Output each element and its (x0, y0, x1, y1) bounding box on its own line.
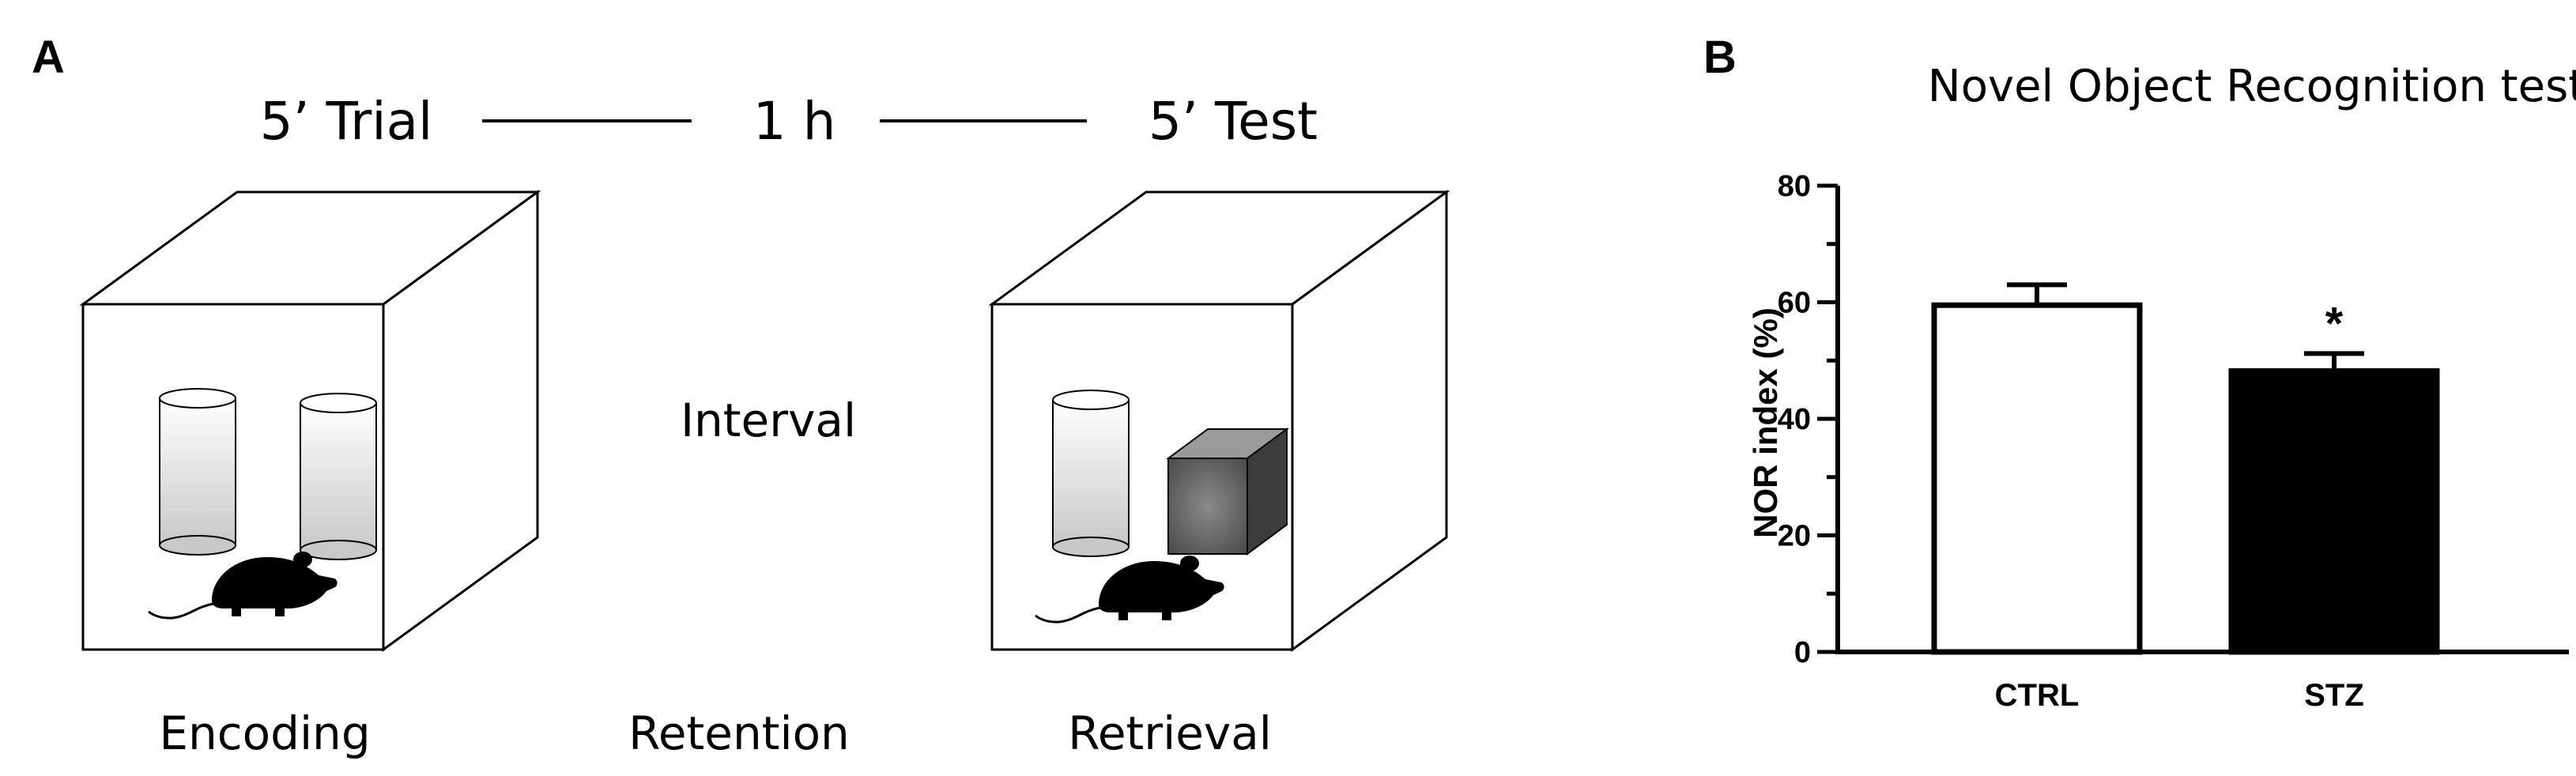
retrieval-arena (988, 190, 1450, 652)
panel-a-label: A (32, 32, 65, 83)
chart-title: Novel Object Recognition test (1928, 61, 2576, 112)
stage-retention: Retention (628, 706, 850, 760)
bar-stz (2228, 368, 2440, 655)
category-label-stz: STZ (2304, 678, 2364, 713)
bar-ctrl (1931, 302, 2143, 655)
y-tick-label: 60 (1778, 287, 1811, 320)
encoding-arena (79, 190, 541, 652)
y-tick-label: 0 (1794, 636, 1811, 669)
test-label: 5’ Test (1148, 91, 1318, 152)
y-tick-label: 20 (1778, 520, 1811, 553)
trial-label: 5’ Trial (260, 91, 433, 152)
cube-object-novel (1165, 428, 1290, 556)
panel-b-label: B (1703, 32, 1737, 83)
stage-retrieval: Retrieval (1068, 706, 1272, 760)
stage-encoding: Encoding (159, 706, 370, 760)
interval-time-label: 1 h (753, 91, 836, 152)
cylinder-object-familiar (1052, 390, 1130, 557)
cylinder-object-right (300, 393, 377, 560)
interval-label: Interval (681, 394, 856, 447)
y-tick-label: 80 (1778, 170, 1811, 203)
y-tick-label: 40 (1778, 403, 1811, 436)
cylinder-object-left (159, 388, 236, 556)
significance-marker: * (2325, 298, 2344, 349)
category-label-ctrl: CTRL (1995, 678, 2080, 713)
y-axis-label: NOR index (%) (1747, 307, 1784, 538)
